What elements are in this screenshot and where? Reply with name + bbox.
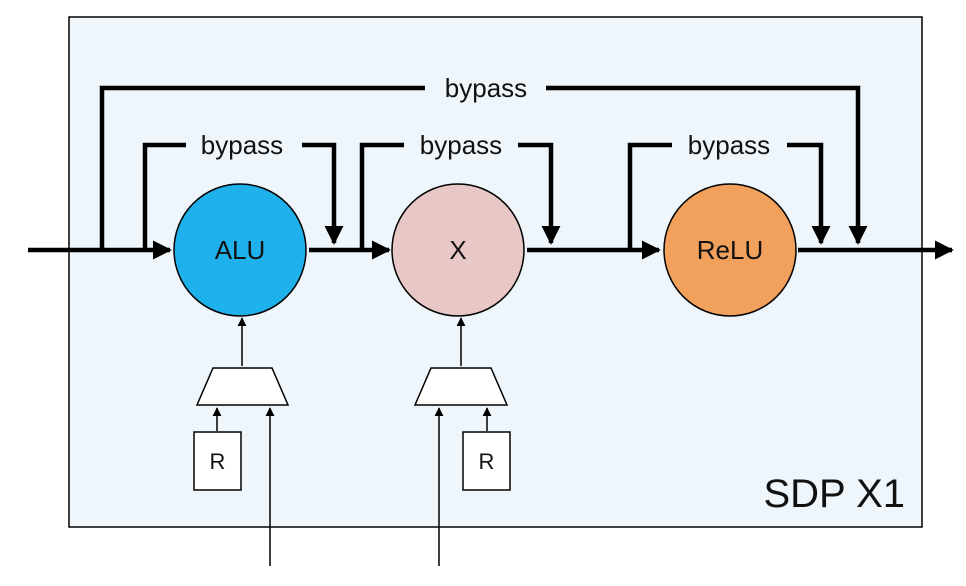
outer-bypass-path xyxy=(99,85,868,250)
mul-bypass-path xyxy=(359,142,561,250)
mul-mux xyxy=(413,367,509,406)
mul-register xyxy=(462,431,511,491)
alu-bypass-label: bypass xyxy=(201,130,283,160)
alu-bypass-path xyxy=(142,142,344,250)
alu-mux xyxy=(195,367,290,406)
alu-node xyxy=(173,183,307,317)
relu-bypass-path xyxy=(627,142,831,250)
relu-node-label: ReLU xyxy=(697,235,763,265)
alu-register-label: R xyxy=(210,449,226,474)
mul-bypass-label: bypass xyxy=(420,130,502,160)
relu-node xyxy=(663,183,797,317)
alu-node-label: ALU xyxy=(215,235,266,265)
block-title: SDP X1 xyxy=(763,472,905,516)
multiplier-node xyxy=(391,183,525,317)
mul-register-label: R xyxy=(479,449,495,474)
relu-bypass-label: bypass xyxy=(688,130,770,160)
outer-bypass-label: bypass xyxy=(445,73,527,103)
multiplier-node-label: X xyxy=(449,235,466,265)
alu-register xyxy=(193,431,242,491)
